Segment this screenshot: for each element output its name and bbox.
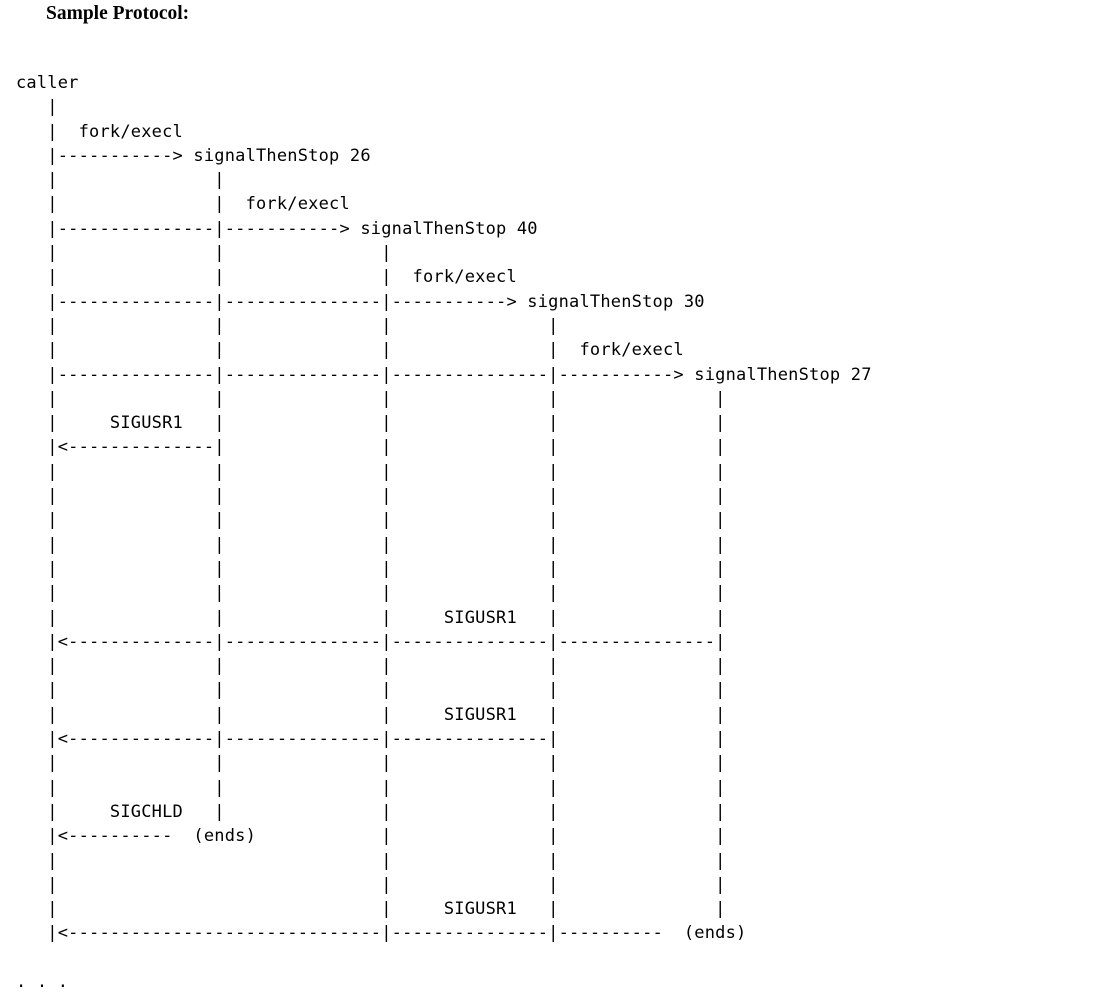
ascii-sequence-diagram: caller | | fork/execl |-----------> sign… bbox=[16, 71, 872, 994]
page-title: Sample Protocol: bbox=[46, 3, 190, 24]
ascii-line: | | | SIGUSR1 | | bbox=[16, 607, 726, 628]
ascii-line: | fork/execl bbox=[16, 121, 183, 142]
ascii-line: | | | | | bbox=[16, 510, 726, 531]
ascii-line: | | | | | bbox=[16, 583, 726, 604]
ascii-line: | | bbox=[16, 170, 225, 191]
ascii-line: | SIGCHLD | | | | bbox=[16, 801, 726, 822]
ascii-line: | | | | | bbox=[16, 461, 726, 482]
ascii-line: | | | fork/execl bbox=[16, 267, 517, 288]
ascii-line: |<--------------|---------------|-------… bbox=[16, 631, 726, 652]
ascii-line: | | | | | bbox=[16, 656, 726, 677]
ascii-line: | | | | | bbox=[16, 753, 726, 774]
ascii-line: | | | SIGUSR1 | | bbox=[16, 704, 726, 725]
ascii-line: | | SIGUSR1 | | bbox=[16, 899, 726, 920]
ascii-line: |-----------> signalThenStop 26 bbox=[16, 145, 371, 166]
protocol-diagram-page: Sample Protocol: caller | | fork/execl |… bbox=[16, 3, 871, 992]
ascii-line: | | | | bbox=[16, 315, 559, 336]
ascii-line: |---------------|---------------|-------… bbox=[16, 291, 705, 312]
ascii-line: | | | bbox=[16, 243, 392, 264]
ascii-line bbox=[16, 946, 872, 970]
ascii-line: | SIGUSR1 | | | | bbox=[16, 413, 726, 434]
ascii-line: | | | | | bbox=[16, 486, 726, 507]
ascii-line: |---------------|---------------|-------… bbox=[16, 364, 872, 385]
ascii-line: |<--------------|---------------|-------… bbox=[16, 729, 726, 750]
ascii-line: | | | | bbox=[16, 874, 726, 895]
ascii-line: | | | | bbox=[16, 850, 726, 871]
ascii-line: | | | | | bbox=[16, 680, 726, 701]
ascii-line: | | | | | bbox=[16, 558, 726, 579]
ascii-line: |<---------- (ends) | | | bbox=[16, 826, 726, 847]
ascii-line: | | | | | bbox=[16, 534, 726, 555]
ascii-line: | | | | | bbox=[16, 777, 726, 798]
ascii-line: |---------------|-----------> signalThen… bbox=[16, 218, 538, 239]
ascii-line: | | | | | bbox=[16, 388, 726, 409]
ascii-line: | | fork/execl bbox=[16, 194, 350, 215]
ascii-line: |<--------------| | | | bbox=[16, 437, 726, 458]
ascii-line: caller bbox=[16, 73, 79, 93]
ascii-line: | bbox=[16, 97, 58, 118]
ascii-line: | | | | fork/execl bbox=[16, 340, 684, 361]
ascii-line: |<------------------------------|-------… bbox=[16, 923, 747, 944]
